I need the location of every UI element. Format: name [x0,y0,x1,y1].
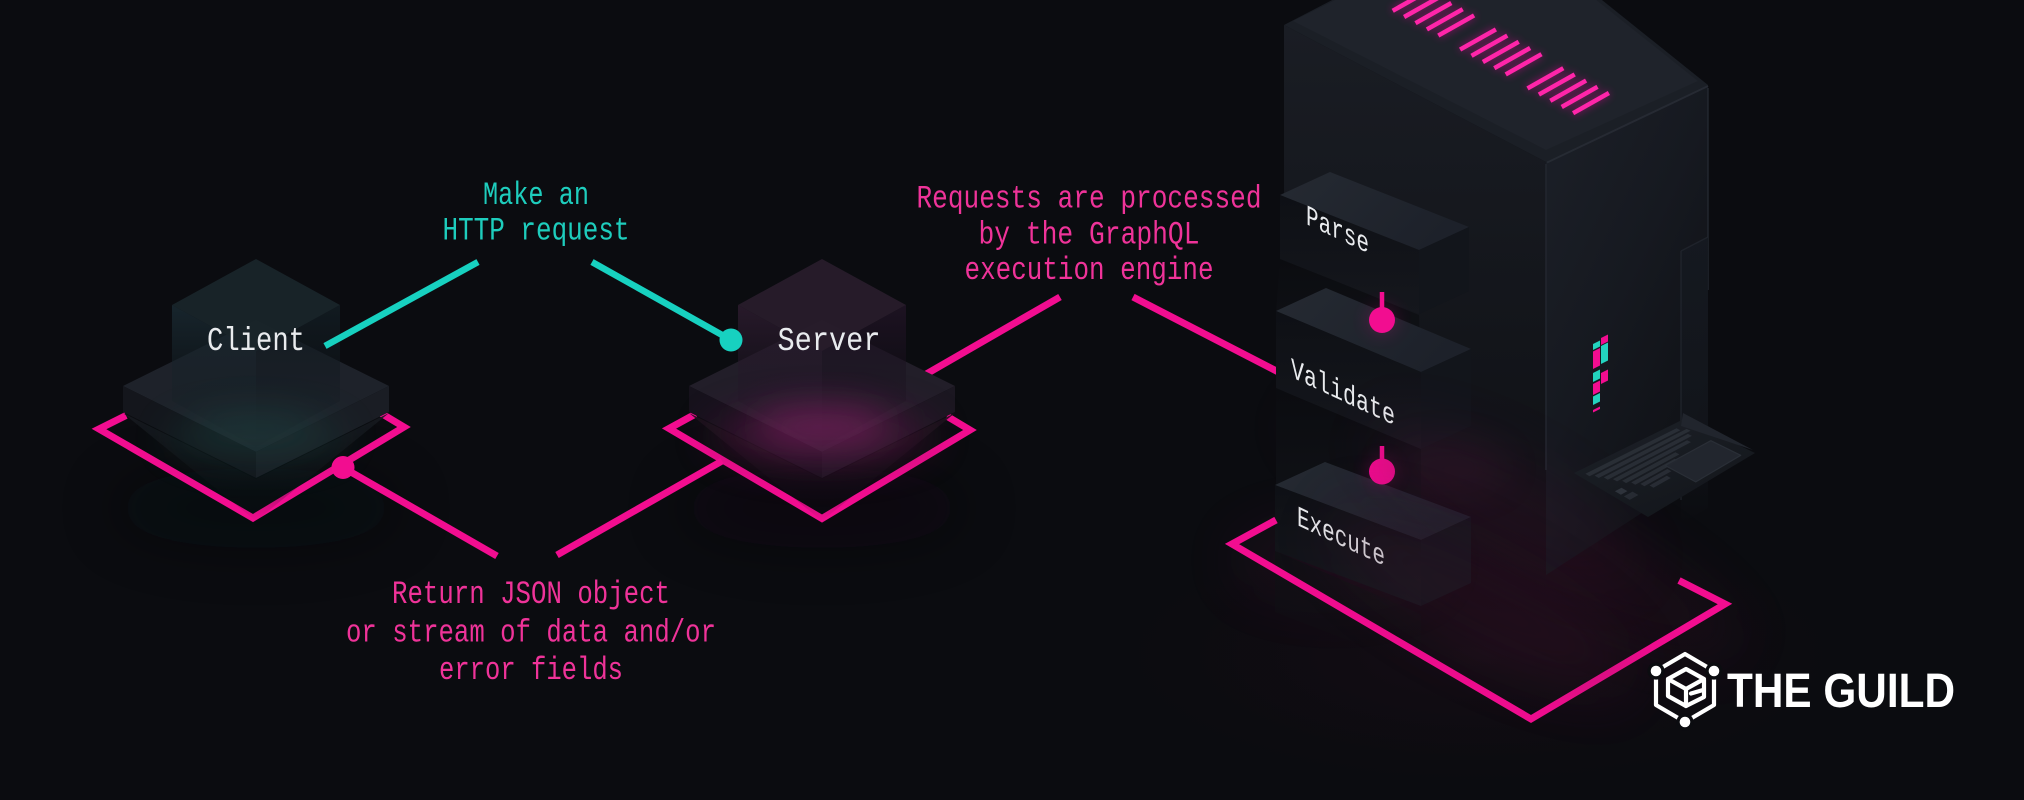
svg-text:HTTP request: HTTP request [443,212,630,249]
svg-text:Server: Server [778,323,881,360]
svg-text:Make an: Make an [483,177,589,214]
svg-text:or stream of data and/or: or stream of data and/or [346,615,716,652]
svg-text:Client: Client [207,323,305,360]
svg-text:THE GUILD: THE GUILD [1727,665,1955,718]
svg-text:execution engine: execution engine [965,252,1214,289]
svg-text:Requests are processed: Requests are processed [917,181,1262,218]
svg-text:by the GraphQL: by the GraphQL [979,216,1200,253]
svg-text:Return JSON object: Return JSON object [392,576,670,613]
svg-text:error fields: error fields [439,652,623,689]
